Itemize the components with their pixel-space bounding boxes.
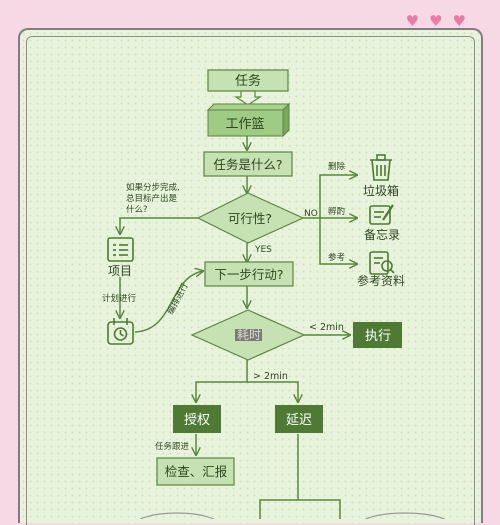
edge-lt2-label: < 2min <box>309 322 344 333</box>
next-action-box <box>204 261 294 287</box>
edge-gt2-label: > 2min <box>253 371 288 382</box>
edge-schedule-label: 编排进行 <box>165 281 191 317</box>
reference-icon <box>369 251 395 275</box>
arrow-to-defer <box>247 381 298 402</box>
memo-icon <box>369 204 394 225</box>
execute-box <box>353 322 402 348</box>
trash-icon <box>370 154 392 181</box>
actionable-diamond <box>196 192 305 244</box>
arrow-defer-down-right <box>298 499 341 519</box>
arrow-to-delegate <box>196 360 248 402</box>
edge-no-label: NO <box>304 209 318 219</box>
reference-label: 参考资料 <box>357 273 405 288</box>
defer-label: 延迟 <box>286 413 312 428</box>
multi-step-line1: 如果分步完成, <box>126 182 180 193</box>
time-label-redaction <box>235 329 262 341</box>
defer-box <box>275 405 323 433</box>
decorative-hearts: ♥ ♥ ♥ <box>406 14 466 29</box>
multi-step-line3: 什么? <box>126 204 148 215</box>
what-label: 任务是什么? <box>213 157 282 172</box>
execute-label: 执行 <box>365 329 391 344</box>
next-action-label: 下一步行动? <box>214 267 283 282</box>
edge-reference-label: 参考 <box>328 252 345 263</box>
heart-icon: ♥ <box>452 12 466 30</box>
inbox-box <box>207 109 284 137</box>
time-label: 耗时 <box>237 328 261 342</box>
what-box <box>203 151 293 177</box>
inbox-label: 工作篮 <box>225 117 264 132</box>
heart-icon: ♥ <box>429 12 443 30</box>
project-label: 项目 <box>108 264 132 278</box>
inbox-side <box>282 102 290 138</box>
connectors <box>120 170 357 519</box>
project-icon <box>107 237 134 262</box>
delegate-box <box>173 405 221 433</box>
edge-plan-label: 计划进行 <box>102 293 137 304</box>
heart-icon: ♥ <box>405 12 420 30</box>
arrow-to-reference <box>319 218 357 264</box>
down-arrow-icon <box>234 90 262 106</box>
edge-delete-label: 删除 <box>328 161 346 172</box>
bottom-oval-left <box>139 512 215 519</box>
calendar-clock-icon <box>107 318 134 345</box>
check-label: 检查、汇报 <box>165 464 228 479</box>
arrow-defer-down-left <box>259 434 299 519</box>
trash-label: 垃圾箱 <box>363 183 399 198</box>
arrow-to-project <box>120 217 198 234</box>
bottom-oval-right <box>364 512 446 519</box>
check-box <box>156 457 235 486</box>
delegate-label: 授权 <box>184 412 210 428</box>
memo-label: 备忘录 <box>364 227 400 242</box>
arrow-to-trash <box>303 175 357 219</box>
actionable-label: 可行性? <box>228 211 272 226</box>
arrow-calendar-to-next <box>134 271 203 333</box>
inbox-top <box>206 103 291 111</box>
task-label: 任务 <box>235 73 261 89</box>
multi-step-line2: 总目标产出是 <box>126 193 178 204</box>
edge-yes-label: YES <box>254 245 272 255</box>
edge-track-label: 任务跟进 <box>155 441 190 452</box>
edge-incubate-label: 孵酌 <box>328 206 345 217</box>
